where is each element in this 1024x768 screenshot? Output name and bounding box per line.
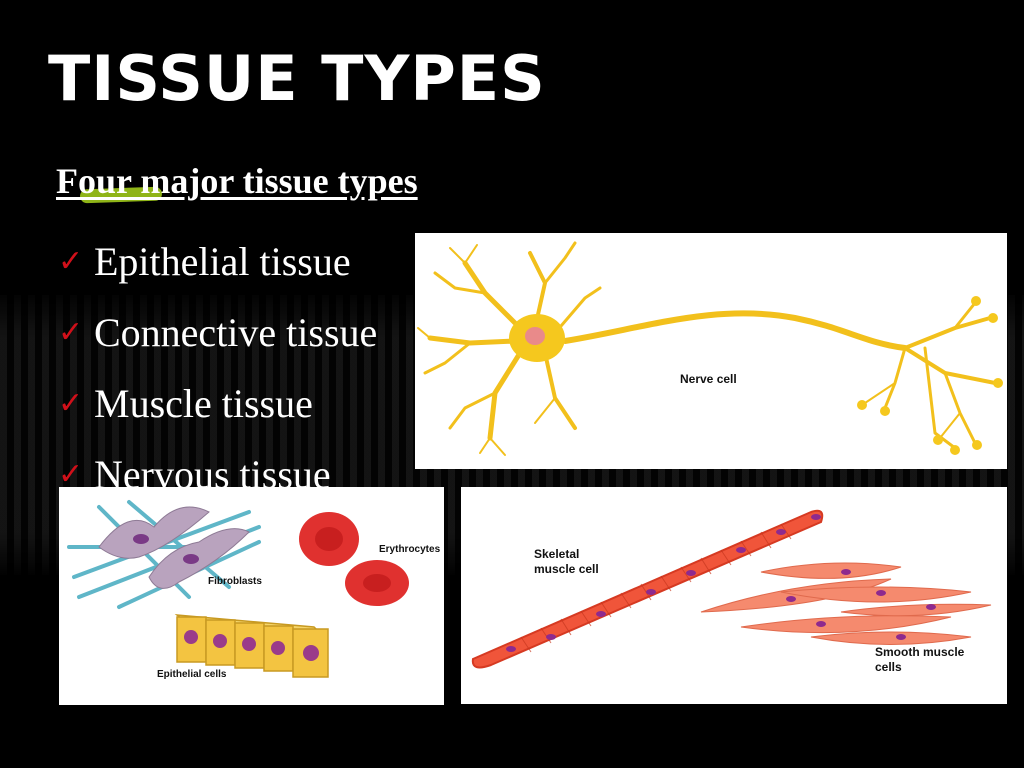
fibroblasts-label: Fibroblasts [208,576,262,587]
epithelial-cells-label: Epithelial cells [157,669,227,680]
tissue-type-list: ✓ Epithelial tissue ✓ Connective tissue ✓ M… [58,226,377,510]
slide-title: TISSUE TYPES [48,42,546,115]
muscle-tissue-image: Skeletal muscle cell Smooth muscle cells [461,487,1007,704]
connective-tissue-image: Erythrocytes Fibroblasts Epithelial cell… [59,487,444,705]
slide-subtitle: Four major tissue types [56,161,418,201]
list-item: ✓ Connective tissue [58,297,377,368]
checkmark-icon: ✓ [58,315,84,350]
checkmark-icon: ✓ [58,457,84,492]
list-item: ✓ Epithelial tissue [58,226,377,297]
checkmark-icon: ✓ [58,386,84,421]
connective-tissue-illustration [67,500,409,678]
list-item-label: Connective tissue [94,310,378,355]
list-item-label: Muscle tissue [94,381,313,426]
nerve-cell-image: Nerve cell [415,233,1007,469]
checkmark-icon: ✓ [58,244,84,279]
list-item-label: Epithelial tissue [94,239,351,284]
erythrocytes-label: Erythrocytes [379,544,441,555]
muscle-tissue-illustration [471,509,992,669]
nerve-cell-illustration [417,241,1003,456]
skeletal-muscle-label: Skeletal muscle cell [534,547,599,576]
list-item: ✓ Muscle tissue [58,368,377,439]
smooth-muscle-label: Smooth muscle cells [875,645,965,674]
nerve-cell-label: Nerve cell [680,372,737,386]
